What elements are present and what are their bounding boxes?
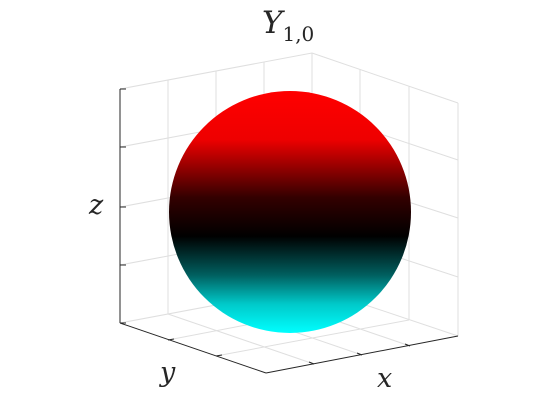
chart-title: Y1,0	[262, 5, 314, 46]
x-axis-label: x	[377, 363, 392, 394]
x-tick	[356, 352, 363, 356]
title-base: Y	[262, 5, 285, 41]
y-tick	[167, 338, 175, 341]
title-subscript: 1,0	[282, 22, 314, 46]
y-axis-label: y	[159, 357, 176, 388]
tick-marks	[120, 88, 411, 365]
x-tick	[308, 361, 315, 365]
sphere-surface	[169, 91, 411, 333]
y-tick	[215, 354, 223, 357]
z-axis-label: z	[88, 190, 104, 221]
y-axis-line	[119, 322, 267, 374]
x-tick	[404, 343, 411, 347]
